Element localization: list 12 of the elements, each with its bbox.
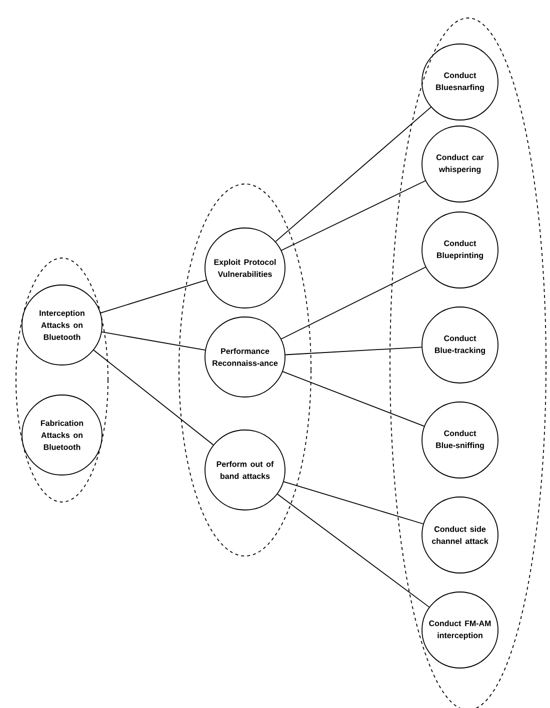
connector-line: [283, 481, 424, 524]
connector-line: [275, 106, 432, 242]
connector-line: [101, 332, 206, 350]
connector-line: [280, 266, 426, 340]
connector-line: [277, 494, 430, 608]
group-ellipse: [178, 184, 312, 556]
connector-line: [284, 346, 422, 356]
connector-line: [93, 350, 214, 446]
connector-line: [100, 280, 207, 314]
connector-line: [280, 180, 426, 251]
connector-line: [282, 371, 425, 427]
group-ellipse: [16, 258, 108, 502]
